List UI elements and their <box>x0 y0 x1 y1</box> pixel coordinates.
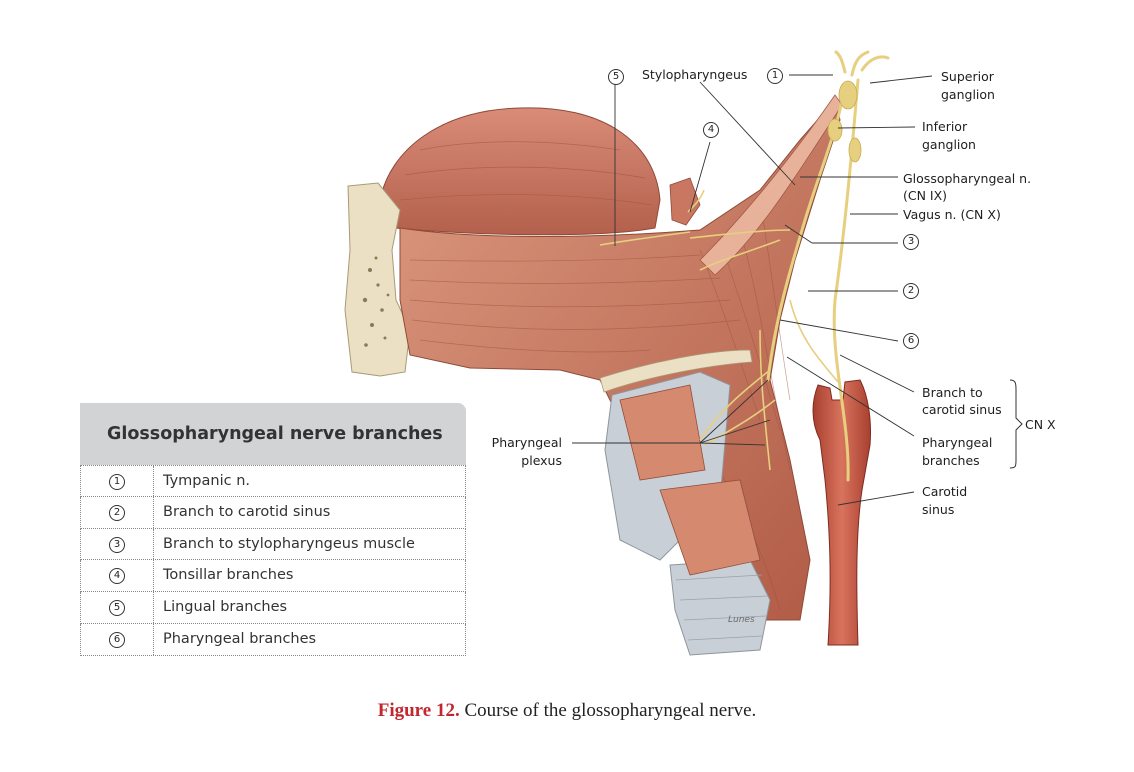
marker-5: 5 <box>608 69 624 85</box>
figure-caption: Figure 12. Course of the glossopharyngea… <box>0 700 1134 722</box>
row-number: 4 <box>109 568 125 585</box>
label-superior-ganglion-2: ganglion <box>941 87 995 102</box>
row-number: 6 <box>109 631 125 648</box>
table-row: 6 Pharyngeal branches <box>80 623 466 656</box>
label-pharyngeal-plexus-2: plexus <box>521 453 562 468</box>
figure-label: Figure 12. <box>377 700 460 721</box>
label-carotid-sinus-2: sinus <box>922 502 955 517</box>
row-number: 1 <box>109 474 125 490</box>
label-superior-ganglion-1: Superior <box>941 69 994 84</box>
label-inferior-ganglion-1: Inferior <box>922 119 968 134</box>
row-label: Tonsillar branches <box>163 567 294 584</box>
label-pharyngeal-branches-1: Pharyngeal <box>922 435 993 450</box>
label-stylopharyngeus: Stylopharyngeus <box>642 67 748 82</box>
row-number: 2 <box>109 504 125 521</box>
row-label: Pharyngeal branches <box>163 630 317 647</box>
superior-ganglion <box>838 80 858 110</box>
label-pharyngeal-branches-2: branches <box>922 453 980 468</box>
label-glossopharyngeal-1: Glossopharyngeal n. <box>903 171 1032 186</box>
row-label: Lingual branches <box>163 599 288 616</box>
hyoid <box>599 349 753 393</box>
label-carotid-sinus-1: Carotid <box>922 484 968 499</box>
row-number: 3 <box>109 536 125 553</box>
inferior-ganglion <box>827 118 843 142</box>
label-branch-carotid-1: Branch to <box>922 385 983 400</box>
marker-6: 6 <box>903 333 919 349</box>
label-branch-carotid-2: carotid sinus <box>922 402 1002 417</box>
cricothyroid-muscle <box>659 479 761 576</box>
trachea <box>669 559 771 656</box>
caption-text: Course of the glossopharyngeal nerve. <box>459 700 757 721</box>
legend-table: Glossopharyngeal nerve branches 1 Tympan… <box>80 403 466 656</box>
table-row: 2 Branch to carotid sinus <box>80 496 466 529</box>
table-row: 3 Branch to stylopharyngeus muscle <box>80 528 466 561</box>
marker-4: 4 <box>703 122 719 138</box>
marker-3: 3 <box>903 234 919 250</box>
label-inferior-ganglion-2: ganglion <box>922 137 976 152</box>
tongue <box>379 107 661 236</box>
mandible <box>344 182 411 377</box>
thyrohyoid-muscle <box>619 384 706 481</box>
label-cn-x: CN X <box>1025 417 1056 432</box>
row-label: Branch to stylopharyngeus muscle <box>163 535 415 552</box>
marker-2: 2 <box>903 283 919 299</box>
carotid-artery <box>812 379 871 646</box>
table-row: 4 Tonsillar branches <box>80 560 466 593</box>
row-label: Branch to carotid sinus <box>163 503 331 520</box>
label-pharyngeal-plexus-1: Pharyngeal <box>491 435 562 450</box>
tonsillar-area <box>669 177 701 226</box>
legend-title: Glossopharyngeal nerve branches <box>80 403 466 465</box>
label-vagus: Vagus n. (CN X) <box>903 207 1001 222</box>
label-glossopharyngeal-2: (CN IX) <box>903 188 948 203</box>
table-row: 5 Lingual branches <box>80 592 466 624</box>
marker-1: 1 <box>767 68 783 84</box>
row-number: 5 <box>109 600 125 617</box>
cn-x-brace <box>1009 379 1023 469</box>
row-label: Tympanic n. <box>163 473 250 489</box>
artist-signature: Lunes <box>728 615 755 625</box>
table-row: 1 Tympanic n. <box>80 465 466 497</box>
